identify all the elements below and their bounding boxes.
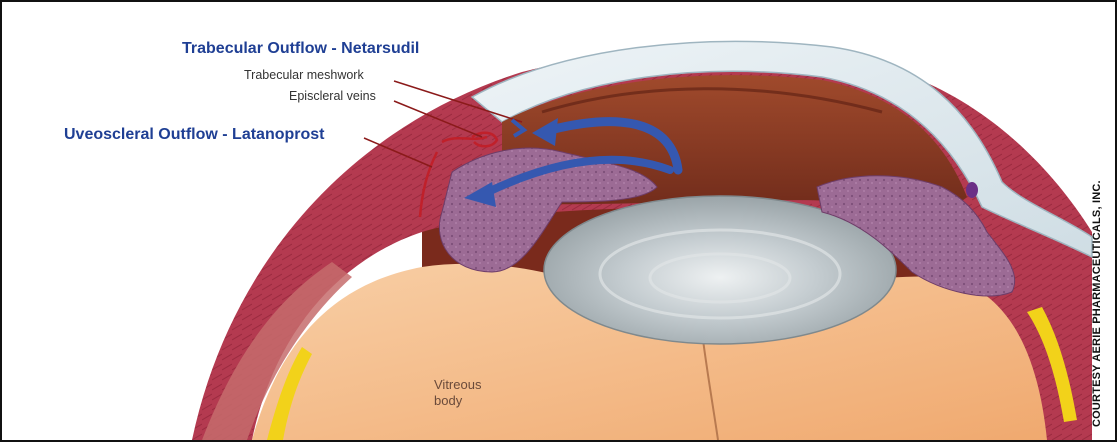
vitreous-label-line1: Vitreous — [434, 377, 482, 392]
vitreous-body-label: Vitreous body — [434, 377, 481, 409]
uveoscleral-outflow-arrow — [464, 155, 674, 207]
vitreous-label-line2: body — [434, 393, 463, 408]
ciliary-body-right — [816, 175, 1016, 297]
trabecular-outflow-arrow — [510, 117, 683, 175]
uveoscleral-outflow-title: Uveoscleral Outflow - Latanoprost — [64, 126, 325, 143]
extraocular-muscle — [202, 262, 352, 440]
image-credit: COURTESY AERIE PHARMACEUTICALS, INC. — [1091, 180, 1103, 427]
leader-lines — [363, 80, 523, 168]
schlemm-canal-right — [966, 182, 978, 198]
lens — [543, 195, 897, 345]
trabecular-meshwork-label: Trabecular meshwork — [244, 68, 364, 82]
trabecular-outflow-title: Trabecular Outflow - Netarsudil — [182, 40, 420, 57]
cornea — [470, 40, 1093, 259]
episcleral-veins-label: Episcleral veins — [289, 89, 376, 103]
episcleral-veins — [418, 131, 499, 218]
ciliary-body-left — [438, 147, 658, 273]
